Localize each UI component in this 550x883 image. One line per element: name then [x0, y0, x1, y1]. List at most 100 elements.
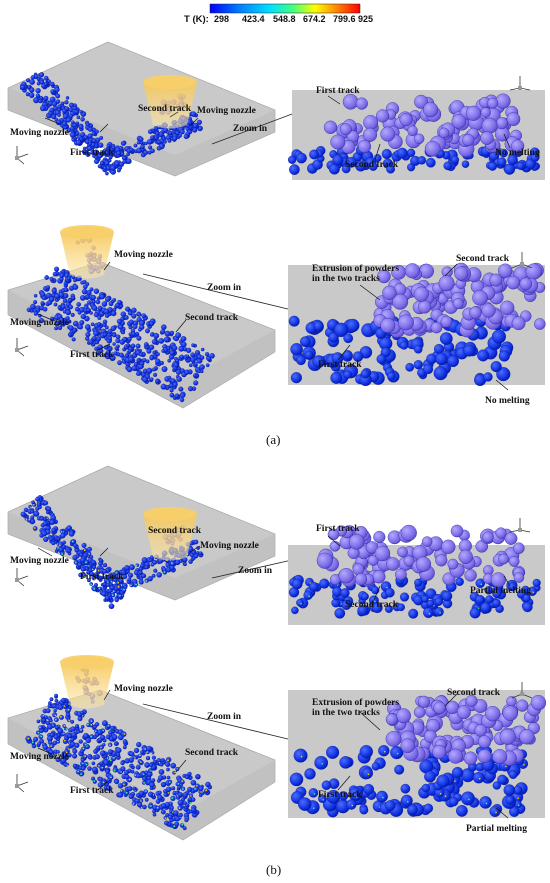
- powder-particle: [441, 539, 456, 554]
- melt-spot: [83, 549, 86, 551]
- powder-particle: [88, 755, 93, 760]
- powder-particle: [483, 372, 493, 382]
- powder-particle: [124, 353, 129, 358]
- powder-particle: [480, 131, 494, 145]
- powder-particle: [152, 759, 157, 764]
- melt-spot: [65, 728, 68, 730]
- powder-particle: [289, 772, 304, 787]
- powder-particle: [80, 117, 85, 122]
- powder-particle: [93, 288, 100, 294]
- powder-particle: [291, 578, 303, 590]
- powder-particle: [152, 367, 156, 372]
- powder-particle: [183, 134, 189, 140]
- melt-spot: [140, 761, 142, 763]
- powder-particle: [502, 705, 518, 721]
- melt-spot: [67, 708, 70, 711]
- powder-particle: [291, 606, 299, 615]
- melt-spot: [71, 540, 74, 543]
- powder-particle: [121, 587, 127, 593]
- melt-spot: [33, 527, 36, 529]
- powder-particle: [178, 345, 185, 352]
- powder-particle: [313, 321, 324, 332]
- powder-particle: [116, 168, 121, 173]
- powder-particle: [136, 741, 142, 748]
- label-moving-nozzle: Moving nozzle: [200, 541, 259, 551]
- melt-spot: [139, 754, 141, 757]
- powder-particle: [68, 102, 74, 108]
- powder-particle: [71, 337, 76, 342]
- powder-particle: [49, 519, 55, 525]
- powder-particle: [506, 112, 521, 126]
- melt-spot: [143, 782, 145, 784]
- powder-particle: [343, 370, 352, 379]
- powder-particle: [339, 123, 352, 136]
- powder-particle: [33, 97, 40, 104]
- powder-particle: [193, 373, 197, 378]
- powder-particle: [196, 119, 202, 125]
- powder-particle: [163, 336, 170, 343]
- melt-spot: [167, 792, 170, 794]
- powder-track-first: [19, 72, 130, 176]
- melt-spot: [77, 770, 80, 773]
- powder-particle: [105, 734, 111, 740]
- powder-particle: [69, 114, 73, 118]
- powder-particle: [198, 786, 204, 792]
- powder-particle: [140, 563, 145, 568]
- powder-particle: [456, 805, 468, 817]
- powder-particle: [106, 144, 111, 148]
- powder-particle: [75, 131, 80, 136]
- powder-particle: [88, 141, 92, 146]
- powder-particle: [138, 136, 144, 142]
- powder-particle: [78, 124, 84, 130]
- melt-spot: [485, 802, 488, 805]
- powder-particle: [440, 315, 453, 328]
- powder-particle: [172, 381, 178, 388]
- powder-particle: [488, 161, 497, 171]
- powder-particle: [395, 568, 407, 581]
- powder-particle: [506, 696, 517, 707]
- panel-4: [7, 655, 547, 841]
- powder-particle: [74, 306, 80, 312]
- powder-particle: [507, 154, 518, 166]
- powder-particle: [42, 306, 48, 312]
- powder-particle: [178, 812, 183, 818]
- powder-particle: [120, 311, 127, 317]
- powder-particle: [376, 354, 387, 364]
- melt-spot: [59, 544, 61, 546]
- powder-particle: [532, 578, 541, 587]
- powder-particle: [101, 301, 108, 307]
- powder-particle: [82, 279, 87, 284]
- powder-particle: [149, 377, 154, 382]
- powder-particle: [408, 608, 419, 619]
- powder-particle: [175, 130, 180, 136]
- powder-particle: [28, 92, 35, 98]
- powder-particle: [104, 160, 110, 166]
- powder-particle: [136, 371, 141, 376]
- powder-particle: [71, 732, 77, 738]
- powder-particle: [290, 343, 303, 356]
- powder-particle: [84, 566, 89, 571]
- powder-particle: [304, 768, 316, 780]
- powder-particle: [97, 737, 103, 743]
- powder-particle: [66, 276, 71, 281]
- powder-particle: [112, 767, 119, 773]
- powder-particle: [105, 296, 111, 302]
- powder-particle: [129, 147, 134, 152]
- powder-particle: [492, 749, 508, 765]
- powder-particle: [414, 133, 425, 144]
- powder-particle: [150, 148, 155, 154]
- powder-particle: [134, 798, 140, 804]
- panel-2: [7, 225, 546, 409]
- powder-particle: [485, 706, 501, 722]
- powder-particle: [417, 156, 427, 165]
- powder-particle: [293, 748, 308, 763]
- melt-spot: [396, 752, 399, 755]
- powder-particle: [54, 87, 60, 93]
- powder-particle: [142, 804, 147, 810]
- powder-particle: [30, 75, 36, 80]
- powder-particle: [334, 607, 346, 619]
- melt-spot: [177, 783, 180, 785]
- powder-particle: [116, 150, 122, 156]
- melt-spot: [140, 800, 142, 802]
- powder-particle: [522, 601, 533, 613]
